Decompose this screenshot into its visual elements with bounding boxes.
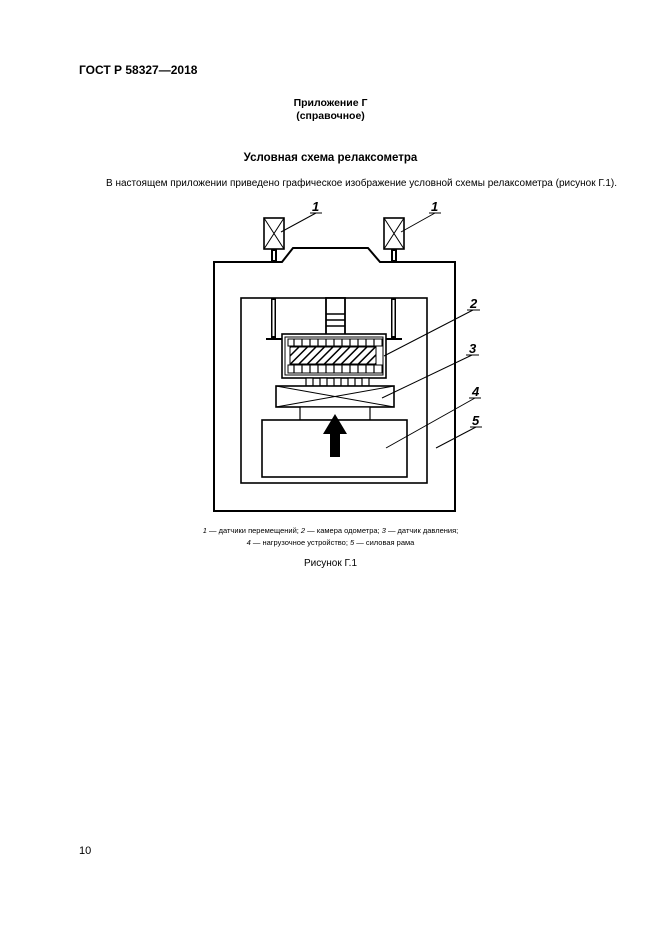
- displacement-sensor-left: [263, 217, 285, 262]
- page-number: 10: [79, 845, 92, 857]
- figure-legend-line-2: 4 — нагрузочное устройство; 5 — силовая …: [0, 537, 661, 548]
- legend-text: — датчик давления;: [385, 526, 459, 535]
- intro-paragraph: В настоящем приложении приведено графиче…: [106, 178, 618, 189]
- legend-text: — датчики перемещений;: [206, 526, 301, 535]
- label-5: 5: [472, 413, 480, 428]
- appendix-type: (справочное): [296, 110, 365, 122]
- appendix-title: Приложение Г: [293, 97, 368, 109]
- label-1-left: 1: [312, 199, 319, 214]
- relaxometer-diagram: 1 1 2 3 4 5: [213, 199, 482, 512]
- legend-text: — камера одометра;: [305, 526, 382, 535]
- label-2: 2: [469, 296, 478, 311]
- legend-num: 4: [246, 538, 251, 547]
- odometer-chamber: [281, 333, 387, 379]
- document-code: ГОСТ Р 58327—2018: [79, 63, 198, 77]
- label-1-right: 1: [431, 199, 438, 214]
- label-4: 4: [471, 384, 480, 399]
- legend-num: 5: [350, 538, 355, 547]
- figure-caption: Рисунок Г.1: [303, 558, 358, 569]
- label-3: 3: [469, 341, 477, 356]
- legend-num: 2: [300, 526, 306, 535]
- load-arrow-icon: [323, 414, 347, 457]
- legend-num: 1: [202, 526, 207, 535]
- section-title: Условная схема релаксометра: [243, 152, 418, 164]
- legend-text: — силовая рама: [354, 538, 415, 547]
- legend-num: 3: [381, 526, 386, 535]
- legend-text: — нагрузочное устройство;: [250, 538, 351, 547]
- force-frame-outer: [213, 247, 456, 512]
- displacement-sensor-right: [383, 217, 405, 262]
- central-piston: [325, 297, 346, 336]
- figure-legend-line-1: 1 — датчики перемещений; 2 — камера одом…: [0, 525, 661, 536]
- pressure-sensor: [275, 385, 395, 408]
